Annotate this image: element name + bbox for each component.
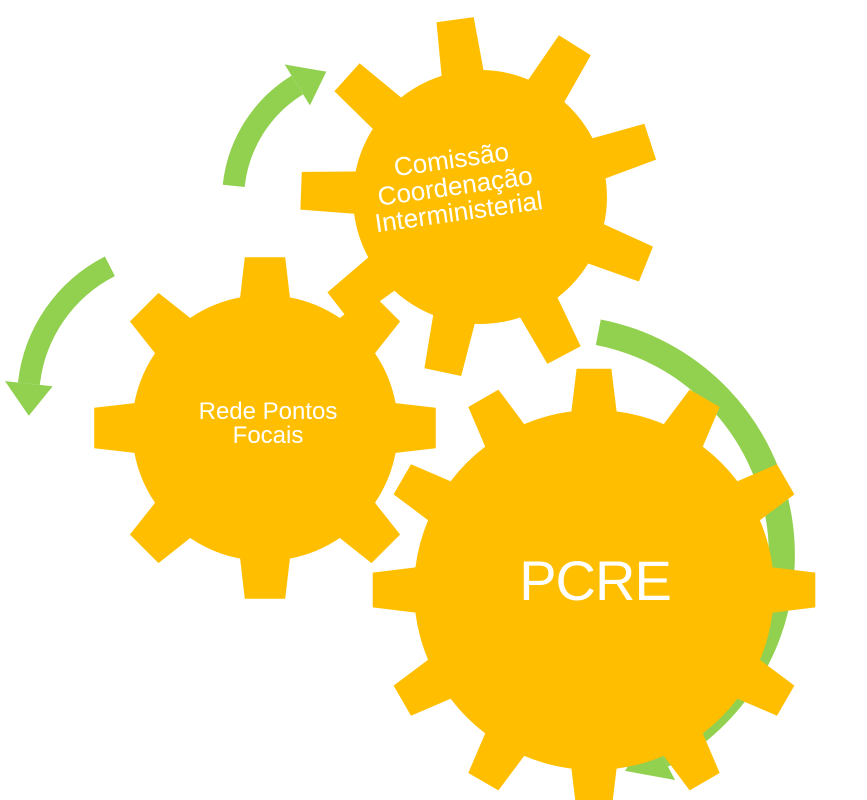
arrow-rede-cycle-shaft (17, 256, 116, 386)
gear-comissao (300, 17, 657, 376)
arrow-comissao-cycle (222, 64, 327, 188)
arrow-comissao-cycle-shaft (222, 75, 304, 188)
arrow-comissao-cycle-head (284, 64, 327, 106)
gear-rede (94, 257, 436, 599)
arrow-rede-cycle (5, 256, 116, 416)
gears (94, 17, 816, 800)
gear-pcre (372, 368, 816, 800)
arrow-rede-cycle-head (5, 381, 53, 416)
